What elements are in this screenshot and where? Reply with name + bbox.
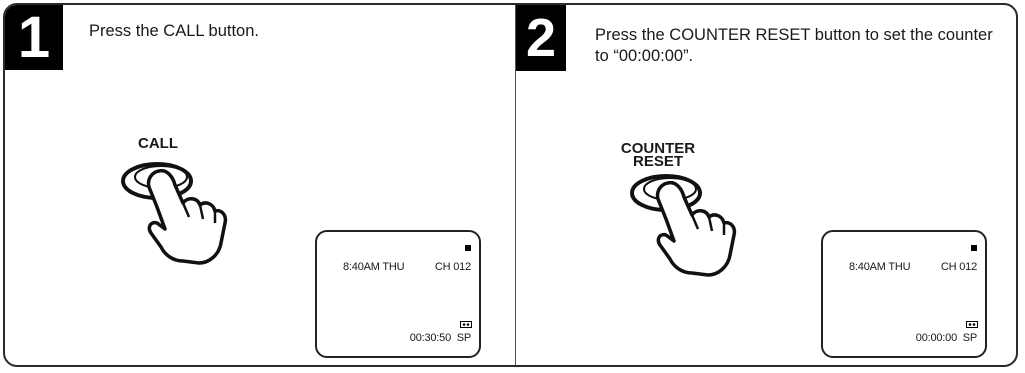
vcr-display: 8:40AM THU CH 012 00:30:50 SP	[315, 230, 481, 358]
clock-readout: 8:40AM THU	[343, 261, 404, 273]
tape-counter: 00:00:00	[916, 332, 957, 344]
button-label-line: CALL	[123, 137, 193, 150]
tape-speed: SP	[457, 332, 471, 344]
step-2-panel: 2 Press the COUNTER RESET button to set …	[516, 5, 1016, 365]
step-1-panel: 1 Press the CALL button. CALL 8:40AM THU…	[5, 5, 515, 365]
step-number-badge: 1	[5, 5, 63, 70]
channel-readout: CH 012	[941, 261, 977, 273]
pointing-hand-icon	[626, 163, 746, 293]
tape-speed: SP	[963, 332, 977, 344]
call-button-label: CALL	[123, 137, 193, 150]
step-instruction: Press the COUNTER RESET button to set th…	[595, 25, 1007, 67]
cassette-icon	[966, 321, 978, 328]
vcr-display: 8:40AM THU CH 012 00:00:00 SP	[821, 230, 987, 358]
clock-readout: 8:40AM THU	[849, 261, 910, 273]
pointing-hand-icon	[117, 151, 237, 281]
stop-icon	[971, 245, 977, 251]
instruction-frame: 1 Press the CALL button. CALL 8:40AM THU…	[3, 3, 1018, 367]
step-number-badge: 2	[516, 5, 566, 71]
cassette-icon	[460, 321, 472, 328]
step-instruction: Press the CALL button.	[89, 21, 499, 42]
tape-counter: 00:30:50	[410, 332, 451, 344]
stop-icon	[465, 245, 471, 251]
channel-readout: CH 012	[435, 261, 471, 273]
